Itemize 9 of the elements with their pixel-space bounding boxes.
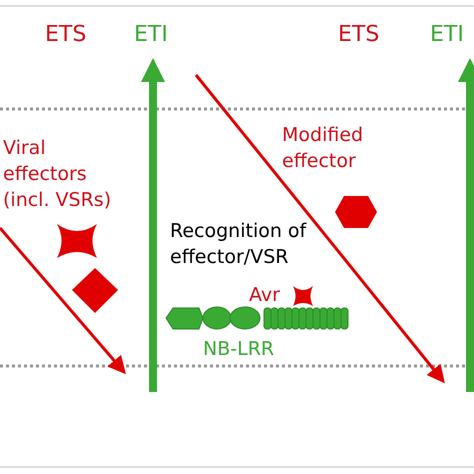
stage-label: ETI	[430, 22, 464, 48]
stage-label: ETS	[45, 22, 86, 48]
annotation-text: Recognition of effector/VSR	[170, 219, 308, 270]
annotation-text: Viral effectors (incl. VSRs)	[3, 136, 112, 213]
stage-label: ETI	[134, 22, 168, 48]
protein-label: NB-LRR	[203, 337, 274, 362]
protein-label: Avr	[249, 283, 280, 308]
annotation-text: Modified effector	[282, 123, 364, 174]
stage-label: ETS	[338, 22, 380, 48]
